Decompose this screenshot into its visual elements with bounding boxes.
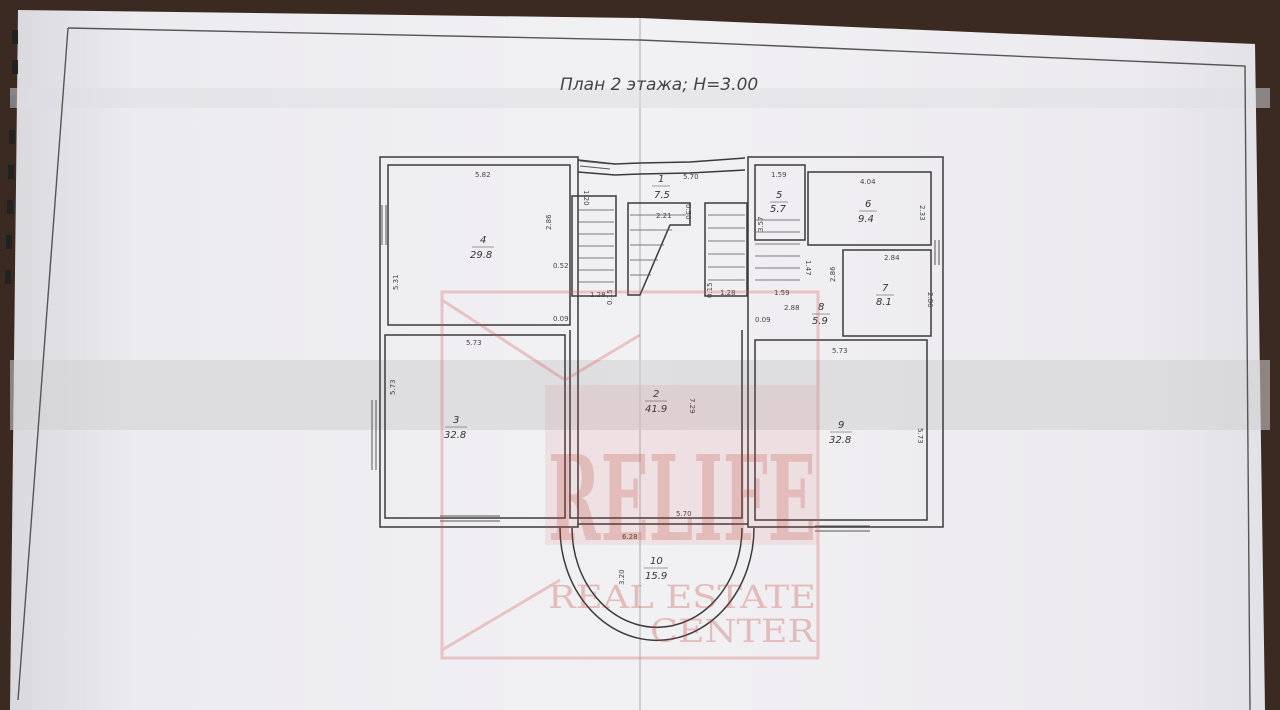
dimension: 2.84 <box>884 254 900 262</box>
room-3-area: 32.8 <box>444 430 466 441</box>
watermark-brand: RELIFE <box>548 429 816 568</box>
drawing-frame <box>67 27 1251 710</box>
room-5-area: 5.7 <box>770 204 787 215</box>
floor-plan <box>379 156 944 642</box>
dimension: 5.73 <box>832 347 848 355</box>
dimension: 0.09 <box>553 315 569 323</box>
dimension: 1.59 <box>771 171 787 179</box>
dimension: 4.04 <box>860 178 876 186</box>
room-6-area: 9.4 <box>858 214 874 225</box>
room-6-number: 6 <box>865 199 871 210</box>
scan-band <box>10 360 1270 430</box>
dimension: 3.57 <box>757 216 765 232</box>
scan-band-light <box>10 88 1270 108</box>
dimension: 0.15 <box>606 289 614 305</box>
dimension: 2.88 <box>784 304 800 312</box>
dimension: 2.86 <box>926 292 934 308</box>
dimension: 2.33 <box>918 205 926 221</box>
dimension: 5.31 <box>392 274 400 290</box>
dimension: 2.21 <box>656 212 672 220</box>
room-5-number: 5 <box>776 190 782 201</box>
room-10-area: 15.9 <box>645 571 667 582</box>
watermark: RELIFE REAL ESTATE CENTER <box>440 290 820 660</box>
room-1-number: 1 <box>658 174 664 185</box>
dimension: 0.50 <box>684 204 692 220</box>
stair-treads <box>578 209 800 283</box>
watermark-line2: CENTER <box>650 612 816 650</box>
watermark-roof <box>441 298 641 382</box>
room-4-area: 29.8 <box>470 250 492 261</box>
watermark-fill <box>545 385 817 545</box>
drawing-frame-left <box>17 27 69 701</box>
room-labels: 1 7.5 2 41.9 3 32.8 4 29.8 5 5.7 6 9.4 7… <box>444 174 894 582</box>
dimension: 5.73 <box>916 428 924 444</box>
watermark-line1: REAL ESTATE <box>548 578 816 616</box>
room-7-area: 8.1 <box>876 297 892 308</box>
dimension: 1.47 <box>804 260 812 276</box>
room-3-number: 3 <box>453 415 459 426</box>
dimension: 5.70 <box>676 510 692 518</box>
dimension-labels: 5.82 5.70 1.59 4.04 2.33 5.31 2.86 0.52 … <box>389 171 934 585</box>
dimension: 6.28 <box>622 533 638 541</box>
room-2-area: 41.9 <box>645 404 667 415</box>
room-8-number: 8 <box>818 302 824 313</box>
dimension: 5.73 <box>389 379 397 395</box>
dimension: 0.52 <box>553 262 569 270</box>
dimension: 3.20 <box>618 569 626 585</box>
room-9-area: 32.8 <box>829 435 851 446</box>
dimension: 1.28 <box>720 289 736 297</box>
dimension: 0.15 <box>706 282 714 298</box>
dimension: 2.86 <box>545 214 553 230</box>
dimension: 5.73 <box>466 339 482 347</box>
dimension: 1.59 <box>774 289 790 297</box>
dimension: 5.70 <box>683 173 699 181</box>
room-1-area: 7.5 <box>654 190 670 201</box>
dimension: 2.86 <box>829 266 837 282</box>
dimension: 5.82 <box>475 171 491 179</box>
plan-title: План 2 этажа; H=3.00 <box>560 75 758 95</box>
room-7-number: 7 <box>882 283 889 294</box>
watermark-roof-bottom <box>441 578 561 652</box>
dimension: 1.20 <box>582 190 590 206</box>
room-4-number: 4 <box>480 235 486 246</box>
window-marks <box>371 160 940 532</box>
room-8-area: 5.9 <box>812 316 828 327</box>
room-10-number: 10 <box>650 556 663 567</box>
room-2-number: 2 <box>653 389 659 400</box>
watermark-frame <box>440 290 820 660</box>
dimension: 1.28 <box>590 291 606 299</box>
dimension: 0.09 <box>755 316 771 324</box>
room-9-number: 9 <box>838 420 844 431</box>
dimension: 7.29 <box>688 398 696 414</box>
